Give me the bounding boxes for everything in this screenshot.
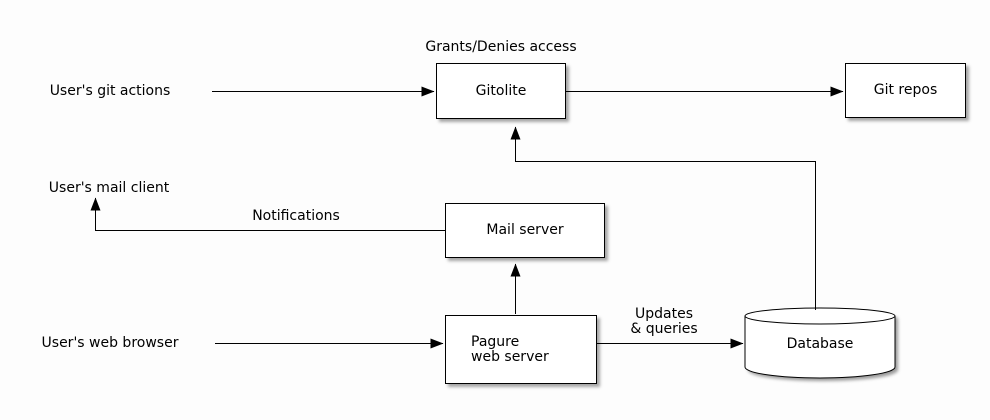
node-gitolite-label: Gitolite (475, 82, 527, 99)
edge-label-updates-queries: Updates & queries (589, 307, 739, 337)
edge-mail-server-to-mail-client (90, 197, 445, 231)
edge-label-updates-line2: & queries (630, 321, 698, 337)
node-git-repos: Git repos (845, 63, 966, 118)
actor-label-mail-client: User's mail client (48, 180, 170, 196)
edge-database-to-gitolite (510, 126, 816, 310)
node-git-repos-label: Git repos (873, 82, 938, 98)
edge-label-notifications: Notifications (252, 208, 340, 224)
node-pagure-label-line2: web server (471, 348, 549, 365)
edge-label-grants-denies-access: Grants/Denies access (425, 39, 577, 55)
edge-label-updates-line1: Updates (635, 306, 693, 322)
database-cylinder (744, 307, 898, 381)
node-mail-server-label: Mail server (486, 222, 564, 238)
node-pagure-label-line1: Pagure (471, 333, 520, 350)
actor-label-web-browser: User's web browser (41, 335, 179, 351)
node-pagure-web-server: Pagure web server (445, 315, 597, 384)
node-mail-server: Mail server (445, 203, 605, 258)
node-database-label: Database (786, 336, 854, 352)
actor-label-git-actions: User's git actions (49, 83, 171, 99)
database-cylinder-body (744, 307, 896, 379)
database-cylinder-top-arc (744, 315, 896, 325)
node-gitolite: Gitolite (436, 63, 566, 119)
